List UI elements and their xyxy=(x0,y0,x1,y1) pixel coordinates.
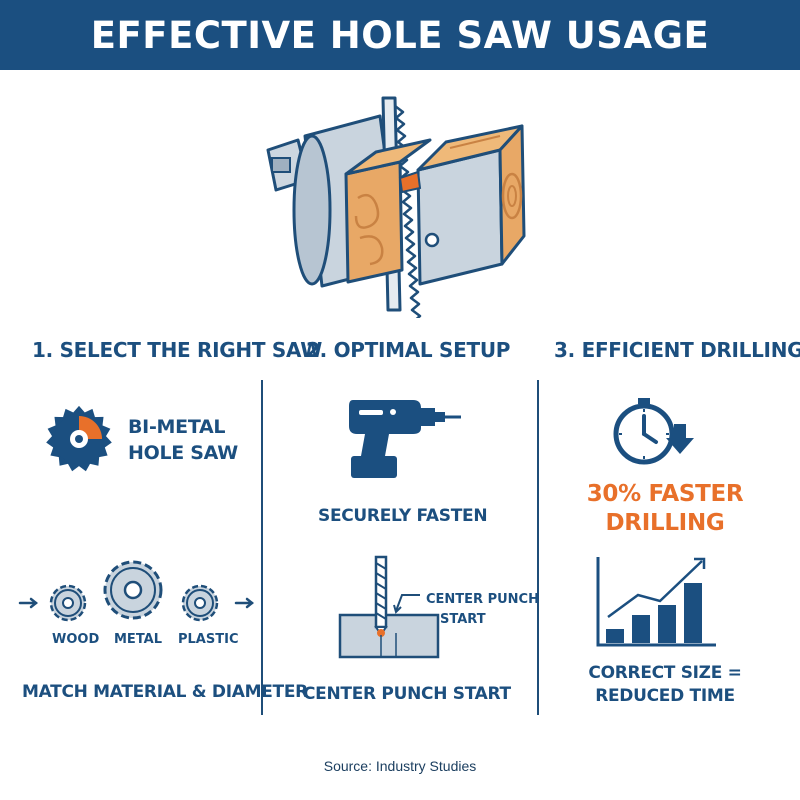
feature-line-2: HOLE SAW xyxy=(128,442,238,464)
feature-line-1: BI-METAL xyxy=(128,416,226,438)
correct-size-caption: CORRECT SIZE = REDUCED TIME xyxy=(560,662,770,708)
plastic-gear-icon xyxy=(181,584,219,622)
center-punch-callout: CENTER PUNCH START xyxy=(426,590,539,630)
cordless-drill-icon xyxy=(345,394,465,486)
highlight-line-1: 30% FASTER xyxy=(586,481,744,507)
metal-gear-icon xyxy=(103,560,163,620)
column-heading-optimal-setup: 2. OPTIMAL SETUP xyxy=(306,338,511,362)
title-banner: EFFECTIVE HOLE SAW USAGE xyxy=(0,0,800,70)
material-label-metal: METAL xyxy=(114,632,163,647)
column-heading-efficient-drilling: 3. EFFICIENT DRILLING xyxy=(554,338,800,362)
caption-line-2: REDUCED TIME xyxy=(595,686,735,706)
center-punch-drill-bit-icon xyxy=(330,555,530,665)
bi-metal-hole-saw-label: BI-METAL HOLE SAW xyxy=(128,414,238,466)
material-gears-row xyxy=(18,555,258,635)
page-title: EFFECTIVE HOLE SAW USAGE xyxy=(90,13,710,57)
rising-bar-chart-icon xyxy=(594,555,720,649)
wood-gear-icon xyxy=(49,584,87,622)
hole-saw-cutting-wood-block-icon xyxy=(250,88,540,318)
faster-drilling-highlight: 30% FASTER DRILLING xyxy=(560,480,770,538)
highlight-line-2: DRILLING xyxy=(605,510,725,536)
securely-fasten-caption: SECURELY FASTEN xyxy=(318,506,488,526)
column-divider-left xyxy=(261,380,263,715)
material-label-plastic: PLASTIC xyxy=(178,632,239,647)
caption-line-1: CORRECT SIZE = xyxy=(588,663,742,683)
circular-saw-blade-icon xyxy=(42,402,116,476)
source-footnote: Source: Industry Studies xyxy=(323,758,477,774)
callout-line-1: CENTER PUNCH xyxy=(426,592,539,607)
clock-down-arrow-icon xyxy=(610,396,700,470)
material-label-wood: WOOD xyxy=(52,632,100,647)
center-punch-start-caption: CENTER PUNCH START xyxy=(303,684,511,704)
column-heading-select-saw: 1. SELECT THE RIGHT SAW xyxy=(32,338,322,362)
match-material-caption: MATCH MATERIAL & DIAMETER xyxy=(22,682,308,702)
callout-line-2: START xyxy=(440,612,486,627)
column-divider-right xyxy=(537,380,539,715)
